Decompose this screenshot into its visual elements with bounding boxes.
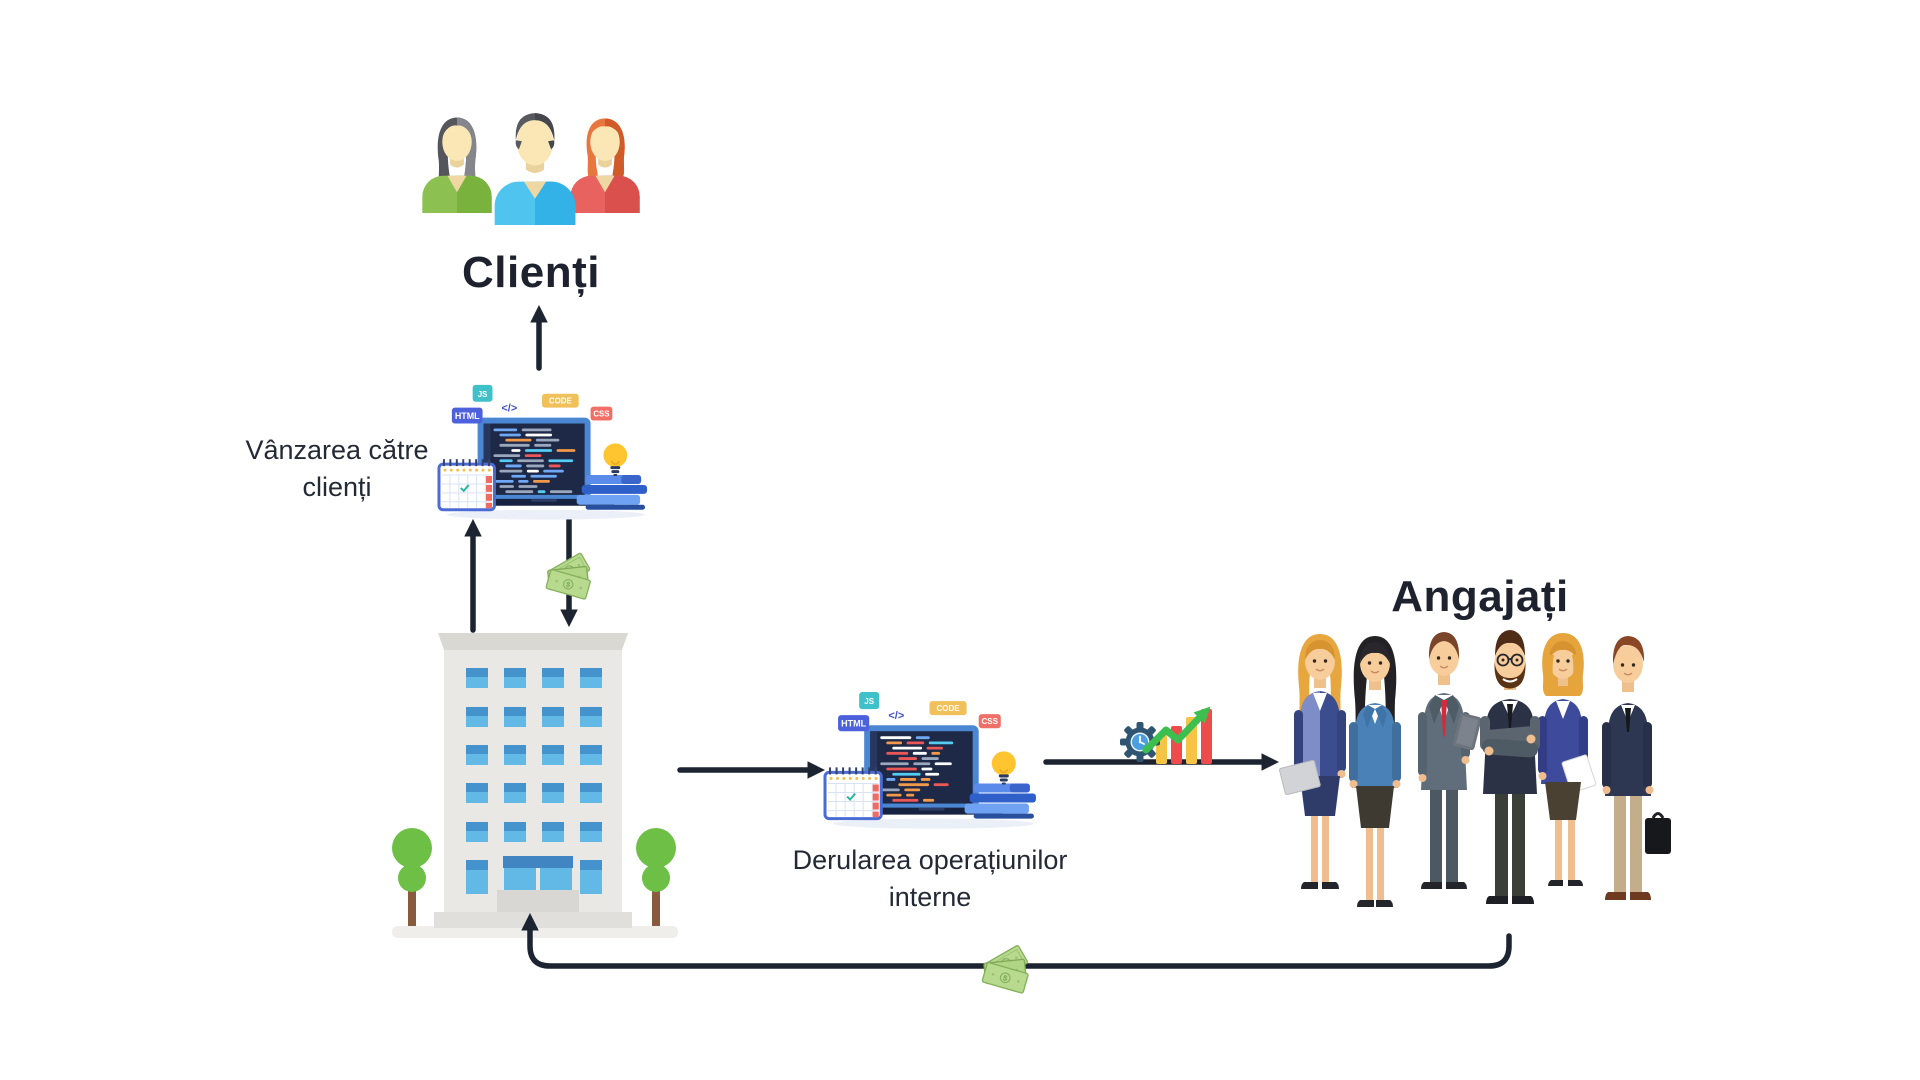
laptop-screen [853, 725, 1004, 815]
client-avatar-red-icon [570, 118, 640, 213]
money-down-icon: $ $ [541, 544, 597, 600]
employees-title: Angajați [1391, 572, 1569, 621]
money-icon: $ $ [981, 945, 1029, 994]
dollar-symbol: $ [1002, 973, 1009, 983]
sales-coding-illustration: JS CODE HTML CSS </> [437, 372, 655, 526]
code-badge: CODE [936, 704, 960, 713]
coding-laptop-icon: JS CODE HTML CSS </> [823, 692, 1036, 829]
employees-group-icon [1279, 630, 1671, 907]
js-badge: JS [478, 390, 488, 399]
lightbulb-icon [991, 751, 1016, 785]
client-avatar-green-icon [422, 117, 492, 213]
door-top [503, 856, 573, 868]
operations-coding-illustration: JS CODE HTML CSS </> [823, 679, 1044, 835]
employee-bob-woman [1538, 633, 1597, 886]
tree-foliage [398, 864, 426, 892]
tech-badges: JS CODE HTML CSS </> [838, 692, 1001, 732]
clients-title: Clienți [462, 248, 600, 297]
tree-trunk [408, 870, 416, 928]
productivity-gear-chart-icon [1120, 706, 1212, 764]
css-badge: CSS [982, 717, 999, 726]
windows [466, 668, 602, 894]
employee-suit-man [1418, 632, 1470, 889]
books-icon [964, 783, 1036, 819]
tree-foliage [636, 828, 676, 868]
tree-foliage [392, 828, 432, 868]
lightbulb-icon [603, 443, 628, 477]
books-icon [576, 475, 648, 510]
laptop-screen [466, 417, 616, 506]
employee-sweater-man [1602, 636, 1671, 900]
js-badge: JS [864, 697, 874, 706]
base-platform [434, 912, 632, 928]
calendar-icon [437, 459, 496, 512]
door-step [497, 890, 579, 912]
operations-label: Derularea operațiunilor interne [755, 842, 1105, 916]
tree-trunk [652, 870, 660, 928]
calendar-icon [823, 767, 883, 821]
tree-foliage [642, 864, 670, 892]
operations-label-line1: Derularea operațiunilor [792, 845, 1068, 875]
coding-laptop-icon: JS CODE HTML CSS </> [437, 384, 648, 520]
html-badge: HTML [455, 411, 480, 421]
office-building-icon [392, 633, 678, 938]
employee-beard-man [1480, 630, 1540, 904]
growth-arrow-icon [1142, 711, 1206, 754]
code-badge: CODE [549, 397, 572, 406]
html-badge: HTML [841, 719, 867, 729]
money-icon: $ $ [545, 552, 591, 600]
roof [438, 633, 628, 650]
shadow [833, 818, 1034, 829]
sales-label-line2: clienți [302, 472, 372, 502]
briefcase-icon [1645, 812, 1671, 854]
money-return-icon: $ $ [977, 936, 1035, 994]
code-tag-icon: </> [888, 710, 904, 722]
tech-badges: JS CODE HTML CSS </> [451, 384, 613, 424]
sales-label: Vânzarea către clienți [187, 432, 487, 506]
shadow [446, 509, 646, 520]
employee-blonde-woman [1279, 634, 1346, 889]
tablet-icon [1279, 759, 1321, 796]
operations-label-line2: interne [888, 882, 972, 912]
code-tag-icon: </> [501, 403, 517, 415]
sales-label-line1: Vânzarea către [245, 435, 429, 465]
css-badge: CSS [593, 410, 609, 419]
tablet-icon [1453, 712, 1482, 751]
employee-black-hair-woman [1349, 636, 1401, 907]
client-avatar-blue-icon [494, 113, 576, 225]
